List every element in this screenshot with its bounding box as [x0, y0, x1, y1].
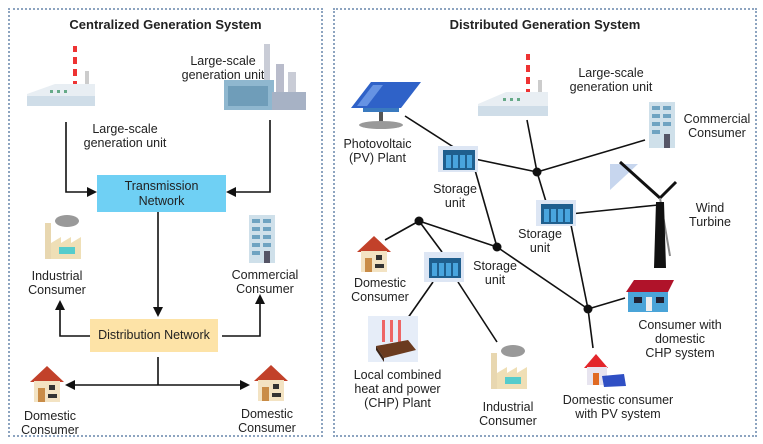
house-icon	[30, 366, 64, 402]
power-plant-icon	[478, 54, 548, 116]
nodeB-to-storage3-line	[418, 220, 443, 253]
gen1-to-transmission-arrow	[65, 122, 97, 197]
wind-turbine-icon	[610, 160, 678, 268]
pv-to-storage1-line	[404, 115, 456, 149]
power-station-icon	[224, 44, 306, 110]
storage2-to-nodeD-line	[569, 219, 589, 310]
nodeB-to-nodeC-line	[418, 220, 498, 248]
house-icon	[357, 236, 391, 272]
gen2-to-transmission-arrow	[226, 120, 271, 197]
factory-icon	[45, 215, 81, 259]
storage-unit-icon	[438, 146, 478, 172]
junction-node	[414, 216, 424, 226]
office-building-icon	[649, 102, 675, 148]
storage1-to-nodeA-line	[469, 157, 538, 173]
junction-node	[583, 304, 593, 314]
nodeD-to-domestic-pv-line	[587, 308, 594, 349]
house-chp-icon	[626, 280, 674, 312]
power-plant-icon	[27, 46, 95, 106]
nodeA-to-storage2-line	[536, 171, 548, 206]
storage3-to-chp-line	[404, 281, 434, 323]
centralized-title: Centralized Generation System	[69, 17, 262, 32]
storage3-to-industrial-line	[457, 281, 498, 343]
gen-to-nodeA-line	[526, 119, 538, 173]
storage-unit-icon	[424, 252, 464, 282]
pv-plant-label: Photovoltaic(PV) Plant	[343, 137, 412, 165]
junction-node	[532, 167, 542, 177]
house-icon	[254, 365, 288, 401]
office-building-icon	[249, 215, 275, 263]
solar-panel-icon	[351, 82, 421, 129]
house-with-solar-icon	[584, 354, 626, 387]
nodeD-to-chp-consumer-line	[587, 297, 626, 310]
storage-unit-icon	[536, 200, 576, 226]
distribution-to-commercial-arrow	[222, 294, 265, 337]
nodeC-to-nodeD-line	[496, 246, 589, 310]
nodeA-to-commercial-line	[536, 139, 646, 173]
storage1-to-nodeC-line	[472, 162, 498, 248]
centralized-generation-panel	[8, 8, 323, 437]
distributed-generation-panel	[333, 8, 757, 437]
distribution-network-box: Distribution Network	[90, 319, 218, 352]
chp-plant-icon	[368, 316, 418, 362]
storage2-to-wind-line	[569, 204, 659, 215]
nodeB-to-domestic-line	[384, 220, 420, 241]
distribution-to-industrial-arrow	[55, 300, 90, 337]
junction-node	[492, 242, 502, 252]
distributed-title: Distributed Generation System	[449, 17, 641, 32]
factory-icon	[491, 345, 527, 389]
